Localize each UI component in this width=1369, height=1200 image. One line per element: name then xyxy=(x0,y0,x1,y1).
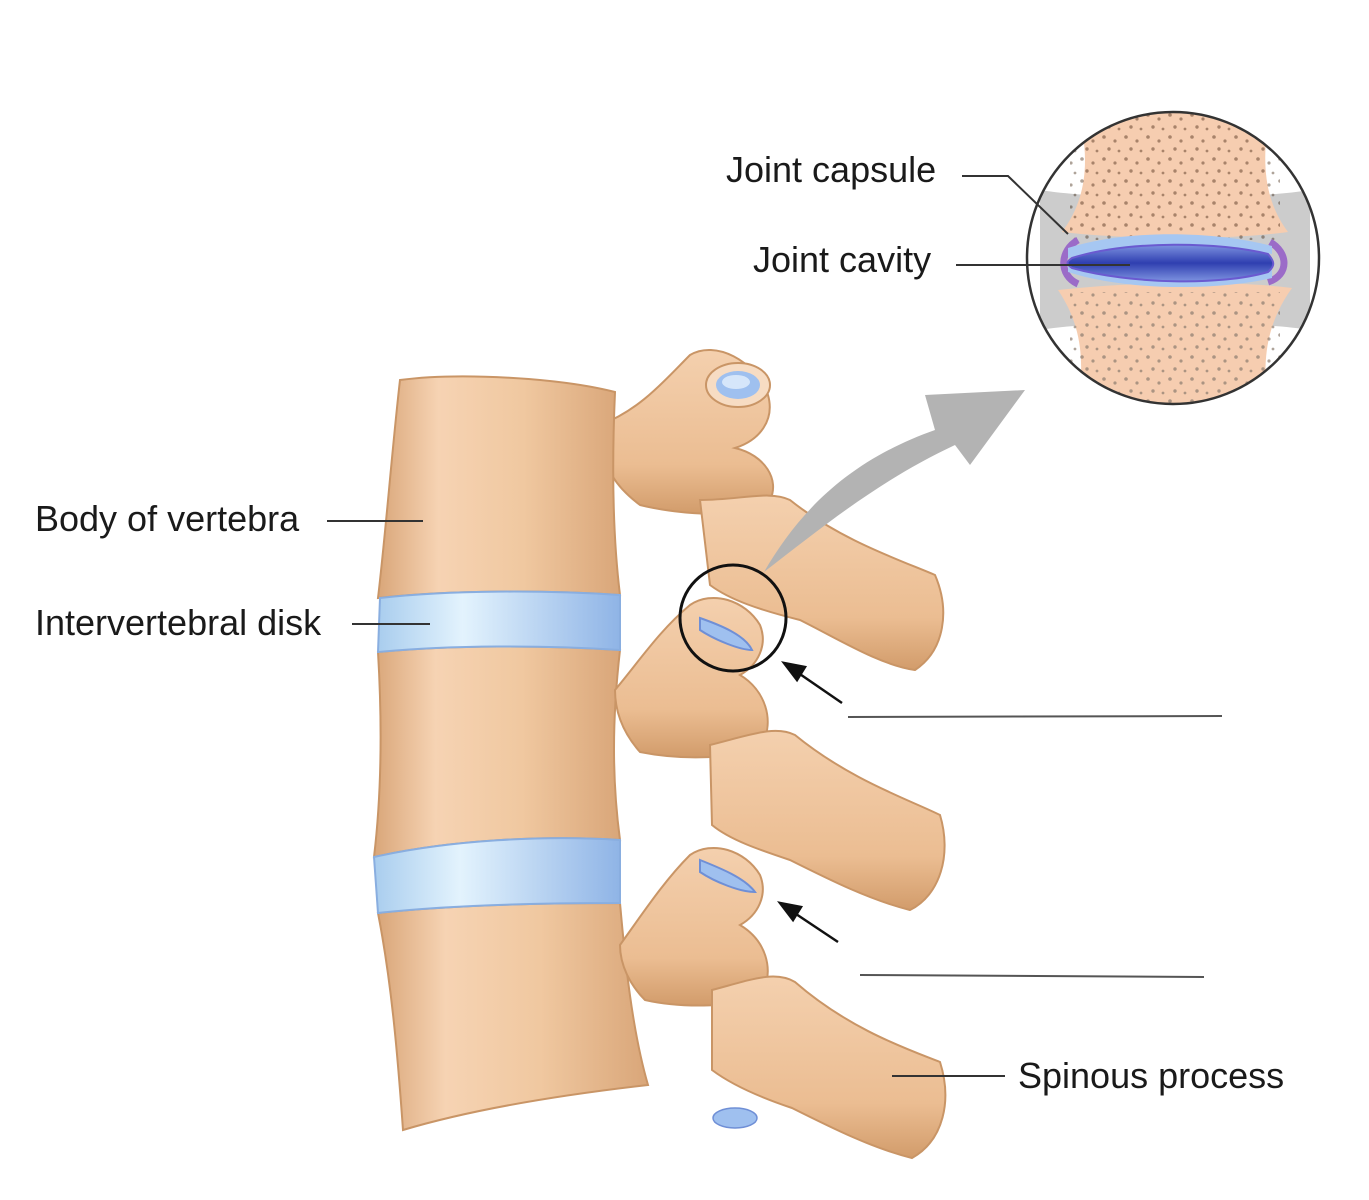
articular-process-lower xyxy=(618,846,769,1007)
vertebral-body-1 xyxy=(376,375,622,600)
inset-joint-capsule xyxy=(1060,236,1288,288)
magnify-arrow xyxy=(764,390,1025,572)
upper-articular-process-top xyxy=(598,349,775,515)
joint-detail-inset xyxy=(1025,110,1321,406)
joint-capsule-leader xyxy=(962,175,1069,235)
reference-lines xyxy=(847,715,1223,978)
spinous-process-1 xyxy=(698,494,945,672)
label-joint-capsule: Joint capsule xyxy=(726,149,937,190)
spinous-process-2 xyxy=(708,729,946,912)
spine-illustration xyxy=(372,349,947,1160)
inset-joint-cavity xyxy=(1066,243,1275,283)
facet-joint-highlight-circle xyxy=(678,563,788,673)
label-spinous-process: Spinous process xyxy=(1018,1055,1285,1096)
vertebral-body-3 xyxy=(376,901,650,1132)
leader-lines xyxy=(327,175,1130,1077)
facet-joint-pointer-arrows xyxy=(777,661,843,944)
intervertebral-disk-1 xyxy=(376,590,621,654)
intervertebral-disk-2 xyxy=(372,837,621,915)
label-body-of-vertebra: Body of vertebra xyxy=(35,498,300,539)
articular-process-middle xyxy=(613,596,769,759)
label-joint-cavity: Joint cavity xyxy=(753,239,932,280)
spinous-process-3 xyxy=(711,975,947,1160)
vertebral-body-2 xyxy=(372,645,622,859)
label-intervertebral-disk: Intervertebral disk xyxy=(35,602,322,643)
